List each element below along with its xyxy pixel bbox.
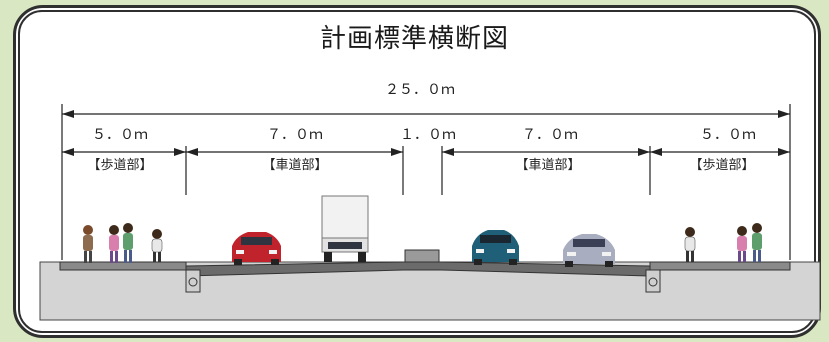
segment-width-median: １．０ｍ: [400, 127, 456, 143]
arrowheads: [62, 110, 790, 156]
drain-left: [185, 269, 201, 293]
pedestrian: [109, 225, 119, 263]
section-label-sidewalk-right: 【歩道部】: [689, 158, 755, 173]
segment-width-sidewalk-left: ５．０ｍ: [92, 127, 148, 143]
pedestrian: [737, 226, 747, 262]
sidewalk-left: [59, 261, 187, 271]
pedestrians-right: [684, 223, 762, 262]
section-label-roadway-right: 【車道部】: [515, 158, 581, 173]
drain-pipe-left: [188, 277, 198, 287]
segment-width-roadway-left: ７．０ｍ: [267, 127, 323, 143]
car-red: [232, 232, 281, 265]
ground-cross-section: [39, 261, 821, 321]
truck: [321, 195, 369, 262]
pedestrians-left: [83, 223, 163, 263]
drain-pipe-right: [648, 277, 658, 287]
pedestrian: [752, 223, 762, 262]
median-block: [404, 249, 440, 263]
section-label-sidewalk-left: 【歩道部】: [87, 158, 153, 173]
total-width-label: ２５．０ｍ: [385, 82, 455, 98]
car-teal: [472, 230, 519, 265]
segment-width-sidewalk-right: ５．０ｍ: [700, 127, 756, 143]
diagram-title: 計画標準横断図: [319, 24, 509, 54]
segment-width-roadway-right: ７．０ｍ: [522, 127, 578, 143]
drain-right: [645, 269, 661, 293]
pedestrian: [83, 225, 93, 263]
section-label-roadway-left: 【車道部】: [262, 158, 328, 173]
pedestrian: [123, 223, 133, 263]
sidewalk-right: [649, 261, 791, 271]
dimension-lines: [61, 104, 791, 260]
pedestrian: [151, 229, 163, 262]
car-silver: [563, 234, 615, 267]
road-structure: [39, 249, 821, 321]
pedestrian: [684, 227, 696, 262]
